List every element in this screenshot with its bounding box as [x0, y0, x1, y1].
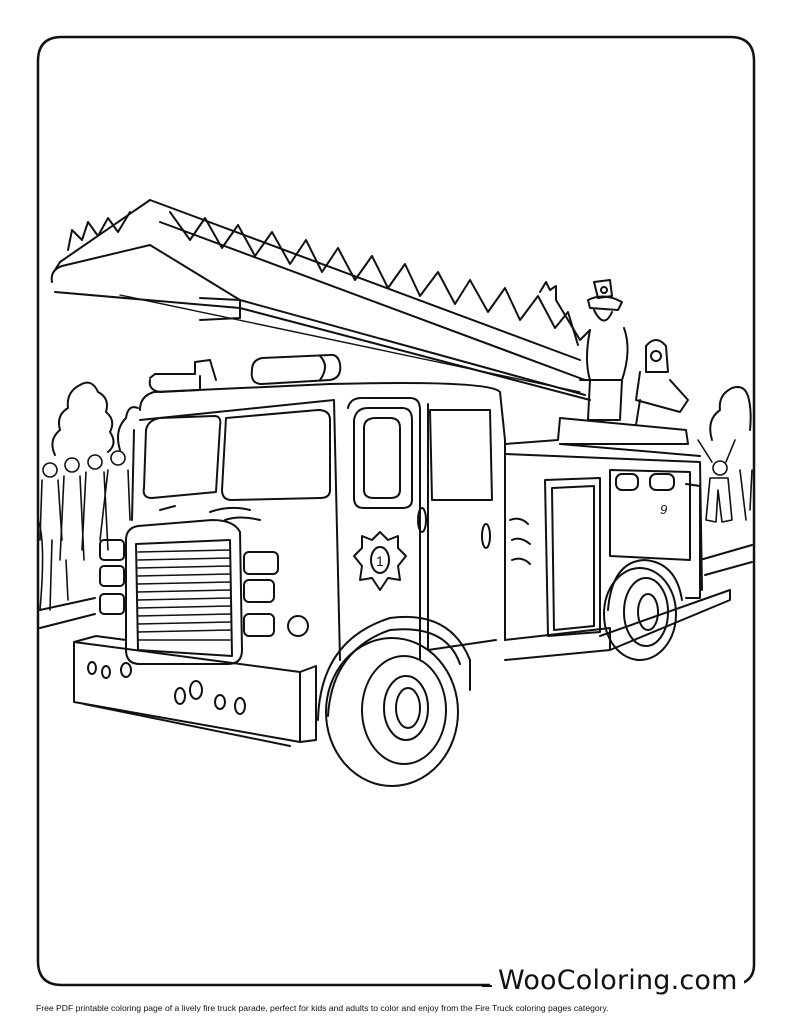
- badge-number: 1: [376, 553, 384, 569]
- aerial-ladder: [50, 199, 591, 401]
- front-wheel: [317, 616, 471, 787]
- tree-left: [51, 381, 139, 456]
- truck-body: [504, 417, 731, 661]
- firefighter-waving: [539, 279, 629, 421]
- tree-right: [709, 386, 752, 441]
- firefighter-masked: [635, 339, 689, 426]
- truck-cab: [73, 353, 506, 747]
- road-lines: [39, 544, 753, 629]
- crowd-left: [37, 450, 131, 611]
- site-logo[interactable]: WooColoring.com: [492, 964, 744, 998]
- rear-wheel: [603, 559, 683, 661]
- page-caption: Free PDF printable coloring page of a li…: [36, 1003, 609, 1013]
- badge-icon: [353, 531, 407, 591]
- side-panel-number: 9: [660, 502, 667, 517]
- crowd-right: [697, 439, 753, 523]
